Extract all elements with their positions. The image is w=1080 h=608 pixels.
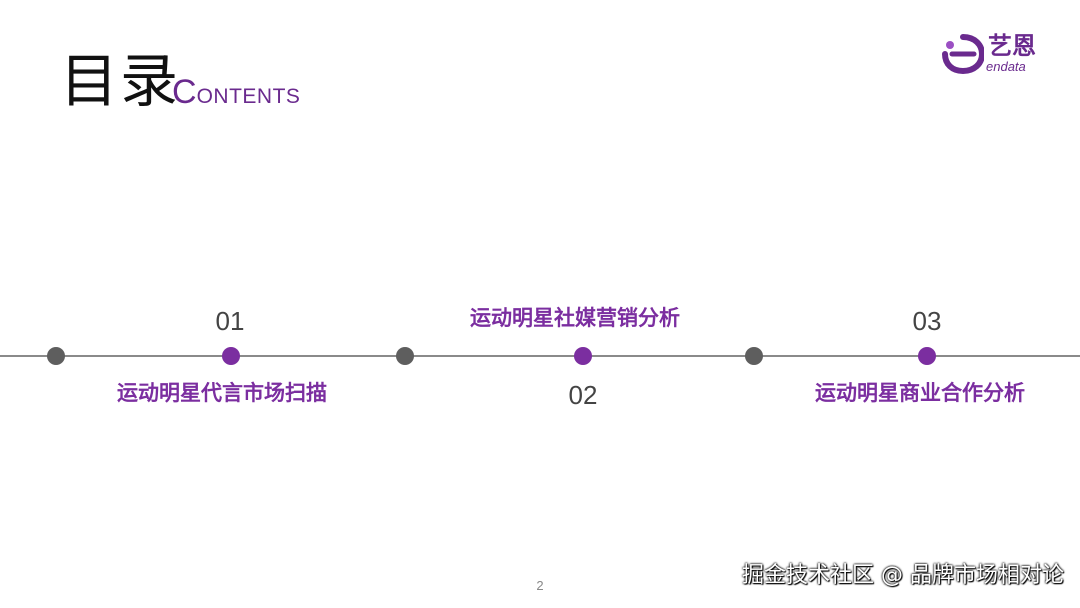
watermark: 掘金技术社区 @ 品牌市场相对论 [742, 563, 1064, 588]
timeline-dot-03 [918, 347, 936, 365]
page-number: 2 [536, 578, 544, 593]
section-label-01[interactable]: 运动明星代言市场扫描 [117, 381, 327, 405]
page-title: 目录 [60, 47, 181, 115]
section-number-01: 01 [215, 306, 245, 336]
logo-text-cn: 艺恩 [988, 32, 1036, 60]
section-number-03: 03 [912, 306, 942, 336]
endata-logo: 艺恩 endata [942, 32, 1052, 76]
timeline-dot-02 [574, 347, 592, 365]
timeline-dot-gray [396, 347, 414, 365]
section-label-02[interactable]: 运动明星社媒营销分析 [470, 306, 680, 330]
subtitle-rest: ONTENTS [196, 85, 301, 108]
section-label-03[interactable]: 运动明星商业合作分析 [815, 381, 1025, 405]
logo-text-en: endata [986, 59, 1026, 74]
timeline-dot-01 [222, 347, 240, 365]
subtitle-initial: C [172, 73, 197, 111]
timeline-dot-gray [745, 347, 763, 365]
section-number-02: 02 [568, 380, 598, 410]
timeline-dot-gray [47, 347, 65, 365]
timeline-line [0, 355, 1080, 357]
endata-logo-mark-icon [942, 34, 984, 74]
page-subtitle: CONTENTS [172, 72, 300, 119]
